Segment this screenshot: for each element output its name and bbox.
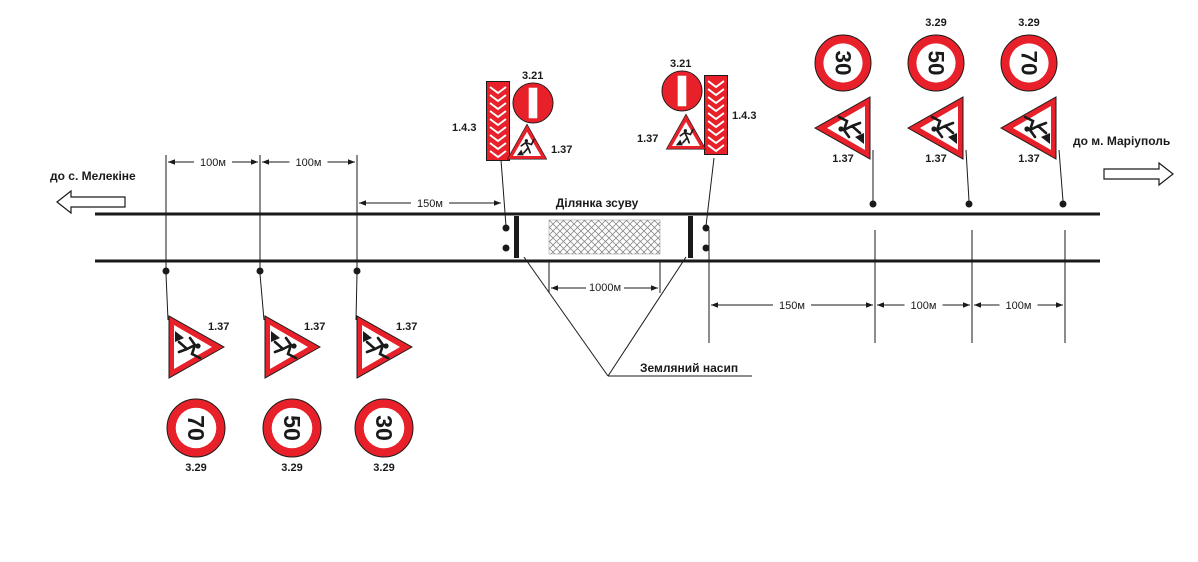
direction-right: до м. Маріуполь xyxy=(1073,134,1174,187)
post xyxy=(500,159,507,227)
post-base xyxy=(702,224,710,232)
speed-limit-code: 3.29 xyxy=(185,462,206,474)
speed-limit-sign: 70 xyxy=(166,398,226,458)
post xyxy=(705,157,715,227)
post-base xyxy=(502,244,510,252)
warning-code: 1.37 xyxy=(832,153,853,165)
road-works-sign-icon xyxy=(506,123,548,161)
chevron-board-icon xyxy=(704,74,728,156)
sign-group-bottom-left: 1.37 70 3.29 1.37 50 3.29 1.37 30 3.29 xyxy=(162,267,417,474)
road-works-sign-icon xyxy=(906,95,965,161)
zone-length-dimension: 1000м xyxy=(548,262,661,294)
dimensions-right: 150м 100м 100м xyxy=(708,230,1066,343)
warning-code: 1.37 xyxy=(925,153,946,165)
post-base xyxy=(353,267,361,275)
sign-post-group: 1.37 50 3.29 xyxy=(256,267,325,474)
warning-code: 1.37 xyxy=(304,321,325,333)
post xyxy=(165,273,169,321)
direction-left-label: до с. Мелекіне xyxy=(50,169,136,183)
board-code: 1.4.3 xyxy=(452,122,476,134)
barrier-left xyxy=(514,216,519,258)
dimension-label: 150м xyxy=(779,300,805,312)
embankment-label: Земляний насип xyxy=(640,361,738,375)
speed-limit-value: 30 xyxy=(831,51,856,76)
post-base xyxy=(702,244,710,252)
landslide-hatched-area xyxy=(548,219,661,255)
no-entry-sign-icon xyxy=(512,82,554,124)
no-entry-sign-icon xyxy=(661,70,703,112)
sign-post-group: 1.37 30 3.29 xyxy=(353,267,417,474)
chevron-board-icon xyxy=(486,81,510,161)
post-base xyxy=(502,224,510,232)
dimensions-left: 100м 100м 150м xyxy=(165,155,501,272)
road-works-sign-icon xyxy=(813,95,872,161)
landslide-zone: Ділянка зсуву 1000м Земляний насип xyxy=(514,196,752,377)
zone-signs-right: 3.21 1.4.3 1.37 xyxy=(637,58,756,252)
arrow-right-icon xyxy=(1103,161,1174,187)
dimension-label: 100м xyxy=(200,157,226,169)
warning-code: 1.37 xyxy=(1018,153,1039,165)
post xyxy=(259,273,265,321)
speed-limit-value: 70 xyxy=(183,415,209,441)
sign-post-group: 70 3.29 1.37 xyxy=(999,17,1067,208)
speed-limit-value: 30 xyxy=(371,415,397,441)
speed-limit-sign: 30 xyxy=(354,398,414,458)
speed-limit-sign: 30 xyxy=(814,34,872,92)
speed-limit-code: 3.29 xyxy=(373,462,394,474)
sign-post-group: 50 3.29 1.37 xyxy=(906,17,973,208)
warning-code: 1.37 xyxy=(396,321,417,333)
no-entry-code: 3.21 xyxy=(670,58,691,70)
post-base xyxy=(965,200,973,208)
warning-code: 1.37 xyxy=(637,133,658,145)
dimension-label: 100м xyxy=(1006,300,1032,312)
arrow-left-icon xyxy=(56,189,126,215)
post xyxy=(1058,149,1064,202)
post-base xyxy=(162,267,170,275)
board-code: 1.4.3 xyxy=(732,110,756,122)
warning-code: 1.37 xyxy=(208,321,229,333)
speed-limit-sign: 50 xyxy=(907,34,965,92)
warning-code: 1.37 xyxy=(551,144,572,156)
speed-limit-code: 3.29 xyxy=(1018,17,1039,29)
sign-post-group: 1.37 70 3.29 xyxy=(162,267,229,474)
post xyxy=(965,149,970,202)
road xyxy=(95,212,1100,263)
dimension-label: 100м xyxy=(296,157,322,169)
barrier-right xyxy=(688,216,693,258)
speed-limit-value: 50 xyxy=(279,415,305,441)
speed-limit-sign: 70 xyxy=(1000,34,1058,92)
direction-left: до с. Мелекіне xyxy=(50,169,136,215)
speed-limit-sign: 50 xyxy=(262,398,322,458)
road-works-sign-icon xyxy=(665,113,707,151)
post-base xyxy=(1059,200,1067,208)
no-entry-code: 3.21 xyxy=(522,70,543,82)
zone-length-label: 1000м xyxy=(589,282,621,294)
embankment-leader: Земляний насип xyxy=(523,256,752,377)
sign-post-group: 301.37 xyxy=(813,34,877,208)
speed-limit-code: 3.29 xyxy=(281,462,302,474)
direction-right-label: до м. Маріуполь xyxy=(1073,134,1170,148)
post xyxy=(355,273,358,321)
dimension-label: 150м xyxy=(417,198,443,210)
post-base xyxy=(256,267,264,275)
dimension-label: 100м xyxy=(911,300,937,312)
zone-title: Ділянка зсуву xyxy=(556,196,639,210)
speed-limit-value: 70 xyxy=(1017,51,1042,76)
speed-limit-value: 50 xyxy=(924,51,949,76)
road-works-sign-icon xyxy=(999,95,1058,161)
zone-signs-left: 3.21 1.4.3 1.37 xyxy=(452,70,572,252)
post-base xyxy=(869,200,877,208)
speed-limit-code: 3.29 xyxy=(925,17,946,29)
